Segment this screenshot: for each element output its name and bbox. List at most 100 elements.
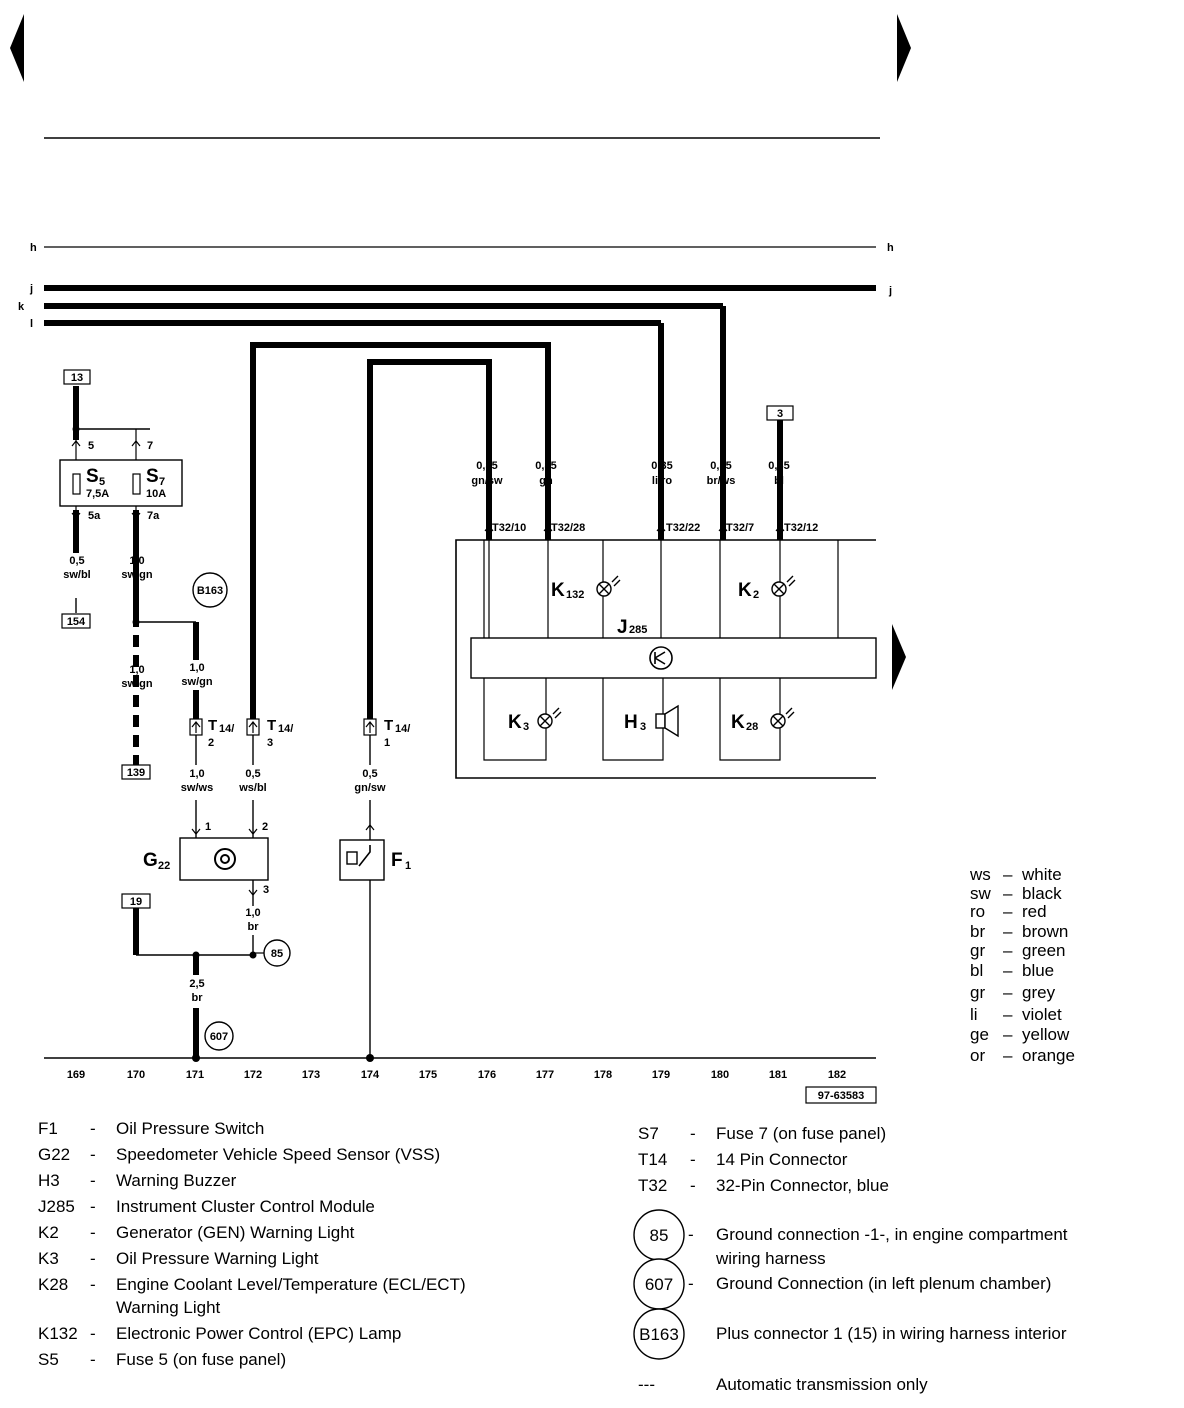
track-number: 176 <box>478 1069 496 1081</box>
color-dash: – <box>1003 983 1013 1002</box>
k28-sub: 28 <box>746 721 758 733</box>
color-dash: – <box>1003 922 1013 941</box>
ref-box-154: 154 <box>67 616 86 628</box>
k2-name: K <box>738 580 752 601</box>
track-number: 181 <box>769 1069 787 1081</box>
wire-color: gn <box>539 475 553 487</box>
g22-pin-3: 3 <box>263 884 269 896</box>
wire-color: br <box>192 992 204 1004</box>
t14-2-sub: 14/ <box>219 723 234 735</box>
rail-label-h-right: h <box>887 242 894 254</box>
wire-color: li/ro <box>652 475 672 487</box>
legend-dash: - <box>90 1119 96 1138</box>
legend-dash: - <box>90 1275 96 1294</box>
legend-code: T32 <box>638 1176 667 1195</box>
wire-size: 0,35 <box>768 460 789 472</box>
wire-color: sw/bl <box>63 569 91 581</box>
track-number: 179 <box>652 1069 670 1081</box>
fuse-s5-out-pin: 5a <box>88 510 101 522</box>
legend-desc: Generator (GEN) Warning Light <box>116 1223 355 1242</box>
h3-name: H <box>624 712 638 733</box>
wire-color: ws/bl <box>238 782 267 794</box>
legend-desc: wiring harness <box>715 1249 826 1268</box>
power-rails <box>44 246 876 326</box>
legend-dash: - <box>90 1197 96 1216</box>
g22-sub: 22 <box>158 860 170 872</box>
ref-box-13: 13 <box>71 372 83 384</box>
color-code: bl <box>970 961 983 980</box>
plus-connector-b163-icon <box>192 572 228 608</box>
wire-size: 0,35 <box>535 460 556 472</box>
legend-code: S5 <box>38 1350 59 1369</box>
k28-name: K <box>731 712 745 733</box>
fuse-s7-rating: 10A <box>146 488 166 500</box>
warning-lamp-icons <box>537 575 796 729</box>
junction-dots <box>72 425 374 1062</box>
legend-desc: Plus connector 1 (15) in wiring harness … <box>716 1324 1067 1343</box>
legend-desc: 14 Pin Connector <box>716 1150 848 1169</box>
t32-pin: T32/12 <box>784 522 818 534</box>
j285-name: J <box>617 617 628 638</box>
color-name: yellow <box>1022 1025 1070 1044</box>
wire-size: 0,5 <box>245 768 260 780</box>
next-page-arrow-icon[interactable] <box>897 14 911 82</box>
fuse-s7-in-pin: 7 <box>147 440 153 452</box>
wire-color: gn/sw <box>471 475 503 487</box>
legend-code: K3 <box>38 1249 59 1268</box>
buzzer-icon <box>655 704 679 738</box>
fuse-s7-sub: 7 <box>159 476 165 488</box>
component-legend-left: F1-Oil Pressure Switch G22-Speedometer V… <box>38 1119 466 1369</box>
continue-arrow-icon[interactable] <box>892 624 906 690</box>
legend-dash: - <box>90 1145 96 1164</box>
color-code: ge <box>970 1025 989 1044</box>
t32-pin: T32/22 <box>666 522 700 534</box>
fuse-s5-name: S <box>86 466 99 487</box>
legend-plus-b163-icon <box>633 1308 685 1360</box>
legend-dash: - <box>690 1124 696 1143</box>
legend-dashed-desc: Automatic transmission only <box>716 1375 928 1394</box>
legend-dash: - <box>688 1225 694 1244</box>
color-dash: – <box>1003 884 1013 903</box>
prev-page-arrow-icon[interactable] <box>10 14 24 82</box>
k3-sub: 3 <box>523 721 529 733</box>
speed-sensor-icon <box>214 848 236 870</box>
legend-dash: - <box>690 1176 696 1195</box>
t14-1-name: T <box>384 717 393 734</box>
color-name: blue <box>1022 961 1054 980</box>
legend-code: K132 <box>38 1324 78 1343</box>
legend-dash: - <box>688 1274 694 1293</box>
legend-code: J285 <box>38 1197 75 1216</box>
fuse-s5-in-pin: 5 <box>88 440 94 452</box>
t14-1-pin: 1 <box>384 737 390 749</box>
t32-pin: T32/7 <box>726 522 754 534</box>
fuse-s5-rating: 7,5A <box>86 488 109 500</box>
t32-pin: T32/10 <box>492 522 526 534</box>
wire-color: br <box>248 921 260 933</box>
wire-color: br/ws <box>707 475 736 487</box>
color-name: red <box>1022 902 1047 921</box>
track-number: 182 <box>828 1069 846 1081</box>
track-number: 172 <box>244 1069 262 1081</box>
t14-1-sub: 14/ <box>395 723 410 735</box>
wire-color: sw/gn <box>121 678 152 690</box>
legend-desc: Ground connection -1-, in engine compart… <box>716 1225 1068 1244</box>
legend-desc: Warning Light <box>116 1298 221 1317</box>
ground-607-icon <box>204 1021 234 1051</box>
rail-label-j-right: j <box>888 285 892 297</box>
legend-desc: Ground Connection (in left plenum chambe… <box>716 1274 1051 1293</box>
ref-box-139: 139 <box>127 767 145 779</box>
legend-dash: - <box>90 1171 96 1190</box>
legend-dashed-sym: --- <box>638 1375 655 1394</box>
wire-color: sw/gn <box>121 569 152 581</box>
wire-size: 1,0 <box>189 768 204 780</box>
fuse-s5-icon <box>72 473 81 495</box>
t32-pin: T32/28 <box>551 522 585 534</box>
track-number: 170 <box>127 1069 145 1081</box>
color-code: sw <box>970 884 992 903</box>
legend-desc: Instrument Cluster Control Module <box>116 1197 375 1216</box>
wire-color: sw/gn <box>181 676 212 688</box>
color-dash: – <box>1003 941 1013 960</box>
legend-code: H3 <box>38 1171 60 1190</box>
ref-box-19: 19 <box>130 896 142 908</box>
color-dash: – <box>1003 1025 1013 1044</box>
